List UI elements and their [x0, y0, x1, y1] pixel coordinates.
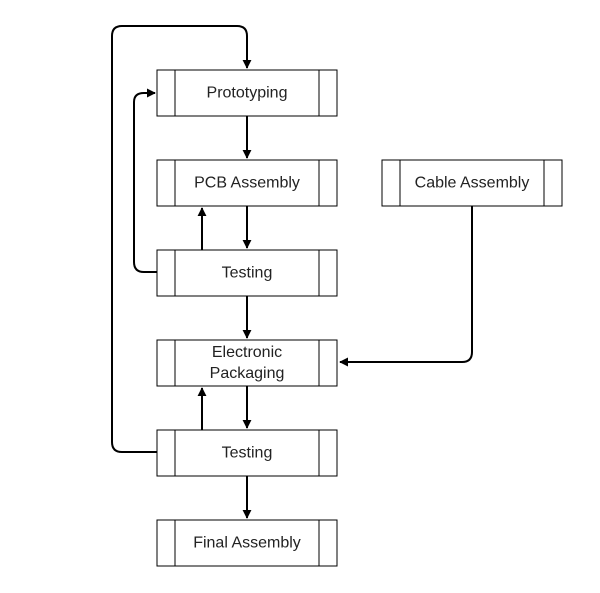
edge-cable-assembly-to-electronic-packaging — [339, 206, 473, 367]
process-final-assembly: Final Assembly — [156, 519, 338, 567]
edge-testing-to-prototyping-loop — [111, 25, 252, 453]
process-testing-1: Testing — [156, 249, 338, 297]
process-label: Packaging — [210, 365, 285, 382]
process-label: Cable Assembly — [415, 175, 530, 192]
process-box — [156, 519, 338, 567]
process-testing-2: Testing — [156, 429, 338, 477]
process-box — [156, 339, 338, 387]
edge-testing-to-prototyping — [133, 88, 157, 273]
process-label: Final Assembly — [193, 535, 301, 552]
process-box — [156, 69, 338, 117]
connectors — [111, 25, 473, 519]
process-cable-assembly: Cable Assembly — [381, 159, 563, 207]
process-label: Electronic — [212, 344, 282, 361]
process-box — [381, 159, 563, 207]
process-label: Testing — [222, 445, 273, 462]
process-label: PCB Assembly — [194, 175, 300, 192]
process-prototyping: Prototyping — [156, 69, 338, 117]
process-label: Prototyping — [207, 85, 288, 102]
process-label: Testing — [222, 265, 273, 282]
process-box — [156, 429, 338, 477]
process-pcb-assembly: PCB Assembly — [156, 159, 338, 207]
process-box — [156, 159, 338, 207]
process-box — [156, 249, 338, 297]
